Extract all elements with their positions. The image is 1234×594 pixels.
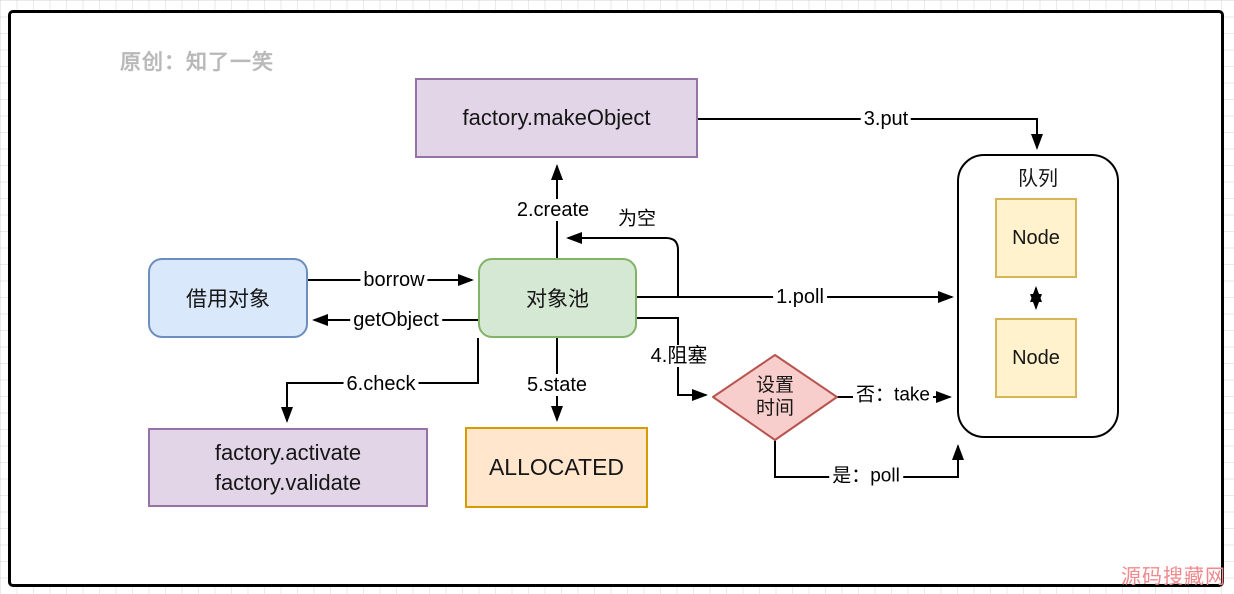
- site-watermark: 源码搜藏网: [1121, 566, 1226, 588]
- decision-diamond: [712, 354, 838, 441]
- queue-node-bottom-box: Node: [995, 318, 1077, 398]
- edge-label-yes-poll: 是：poll: [829, 466, 903, 488]
- edge-label-borrow: borrow: [360, 269, 428, 291]
- factory-check-box: factory.activate factory.validate: [148, 428, 428, 507]
- factory-make-object-box: factory.makeObject: [415, 78, 698, 158]
- edge-label-put: 3.put: [860, 108, 912, 130]
- edge-label-getobject: getObject: [350, 309, 442, 331]
- queue-title: 队列: [1018, 168, 1058, 190]
- edge-label-check: 6.check: [343, 373, 419, 395]
- factory-activate-label: factory.activate: [214, 439, 362, 465]
- edge-label-state: 5.state: [523, 374, 591, 396]
- edge-label-poll: 1.poll: [773, 286, 827, 308]
- object-pool-box: 对象池: [478, 258, 637, 338]
- borrow-object-label: 借用对象: [186, 288, 270, 311]
- allocated-box: ALLOCATED: [465, 427, 648, 508]
- queue-node-bottom-label: Node: [1012, 346, 1060, 369]
- borrow-object-box: 借用对象: [148, 258, 308, 338]
- allocated-label: ALLOCATED: [488, 454, 625, 480]
- author-watermark: 原创：知了一笑: [120, 51, 274, 74]
- object-pool-label: 对象池: [526, 288, 589, 311]
- set-time-decision-label: 设置 时间: [713, 355, 837, 440]
- queue-node-top-label: Node: [1012, 226, 1060, 249]
- queue-container: [957, 154, 1119, 438]
- set-time-line2: 时间: [755, 397, 794, 419]
- edge-label-create: 2.create: [513, 199, 593, 221]
- edge-put: [698, 118, 1043, 150]
- edge-empty-feedback: [566, 232, 679, 297]
- edge-label-no-take: 否：take: [853, 385, 933, 407]
- edge-label-block: 4.阻塞: [647, 345, 711, 367]
- set-time-line1: 设置: [755, 374, 794, 396]
- queue-node-top-box: Node: [995, 198, 1077, 278]
- edge-label-empty: 为空: [614, 209, 660, 231]
- factory-validate-label: factory.validate: [214, 469, 362, 495]
- factory-make-object-label: factory.makeObject: [462, 105, 651, 130]
